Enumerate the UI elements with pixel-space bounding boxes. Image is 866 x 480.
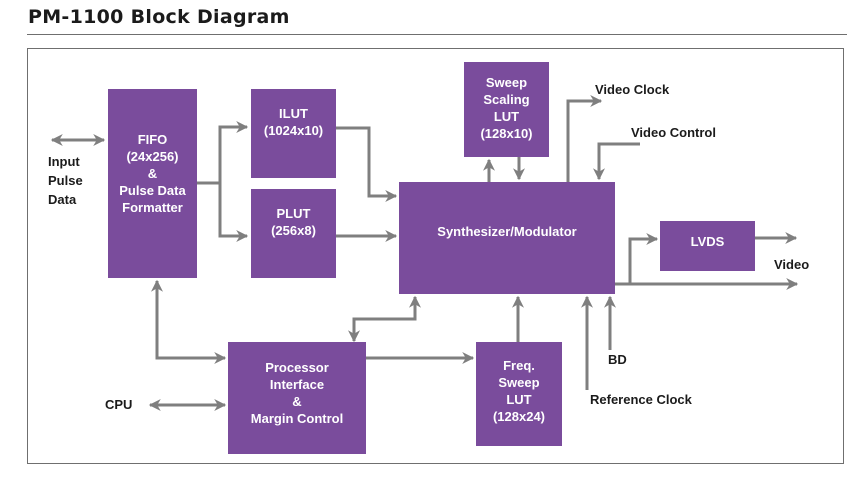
synthesizer-modulator-label: Synthesizer/Modulator <box>437 224 577 239</box>
plut-label: PLUT (256x8) <box>271 206 316 238</box>
title-divider <box>27 34 847 35</box>
ilut-block: ILUT (1024x10) <box>251 89 336 178</box>
lvds-label: LVDS <box>690 234 725 249</box>
lvds-block: LVDS <box>660 221 755 271</box>
wire-fifo-plut <box>218 183 249 242</box>
wire-processor-synth <box>348 295 421 343</box>
sweep-scaling-lut-block: Sweep Scaling LUT (128x10) <box>464 62 549 157</box>
wire-synth-videoclock <box>566 95 603 182</box>
wire-fifo-ilut <box>218 121 249 183</box>
fifo-label: FIFO (24x256) & Pulse Data Formatter <box>119 132 186 215</box>
sweep-scaling-lut-label: Sweep Scaling LUT (128x10) <box>480 75 533 141</box>
plut-block: PLUT (256x8) <box>251 189 336 278</box>
video-clock-label: Video Clock <box>595 82 670 97</box>
wire-ilut-synth <box>336 126 398 202</box>
ilut-label: ILUT (1024x10) <box>263 106 324 138</box>
diagram-frame <box>27 48 844 464</box>
freq-sweep-lut-label: Freq. Sweep LUT (128x24) <box>492 358 546 424</box>
input-pulse-data-label: Input Pulse Data <box>48 154 83 207</box>
reference-clock-label: Reference Clock <box>590 392 692 407</box>
processor-interface-block: Processor Interface & Margin Control <box>228 342 366 454</box>
synthesizer-modulator-block: Synthesizer/Modulator <box>399 182 615 294</box>
processor-interface-label: Processor Interface & Margin Control <box>250 360 344 426</box>
wire-fifo-processor <box>151 279 227 364</box>
video-control-label: Video Control <box>631 125 716 140</box>
bd-label: BD <box>608 352 627 367</box>
wire-synth-lvds <box>628 233 659 284</box>
video-label: Video <box>774 257 810 272</box>
page-title: PM-1100 Block Diagram <box>28 6 290 28</box>
freq-sweep-lut-block: Freq. Sweep LUT (128x24) <box>476 342 562 446</box>
wire-videocontrol-synth <box>593 142 640 181</box>
cpu-label: CPU <box>105 397 133 412</box>
fifo-block: FIFO (24x256) & Pulse Data Formatter <box>108 89 197 278</box>
